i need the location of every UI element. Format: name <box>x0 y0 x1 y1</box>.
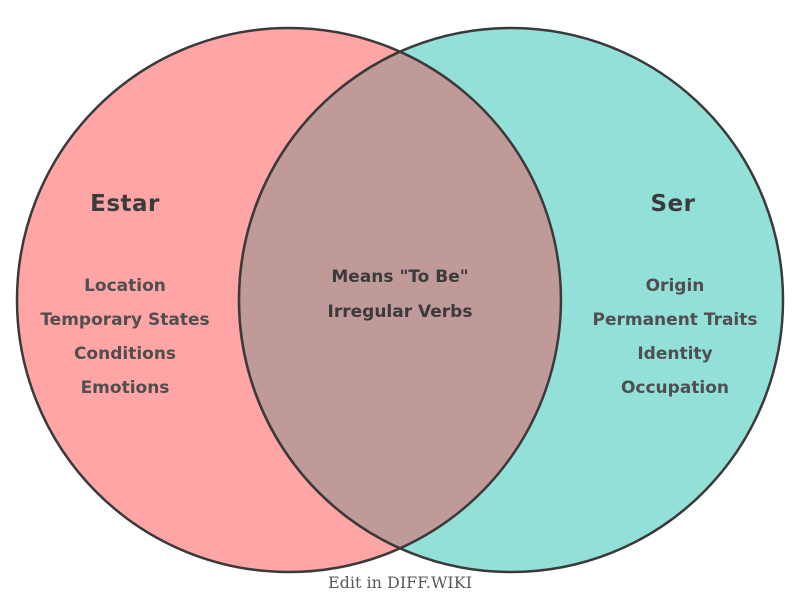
ser-title: Ser <box>650 191 696 217</box>
estar-item: Conditions <box>73 344 177 364</box>
estar-item: Emotions <box>80 378 170 398</box>
overlap-region <box>237 50 563 550</box>
ser-item: Permanent Traits <box>592 310 758 330</box>
overlap-item-list: Means "To Be" Irregular Verbs <box>290 260 510 330</box>
ser-item: Occupation <box>620 378 730 398</box>
estar-item: Location <box>84 276 166 296</box>
estar-item: Temporary States <box>40 310 210 330</box>
diff-wiki-edit-link[interactable]: Edit in DIFF.WIKI <box>327 573 473 592</box>
ser-item-list: Origin Permanent Traits Identity Occupat… <box>565 269 785 405</box>
ser-item: Origin <box>645 276 705 296</box>
overlap-item: Irregular Verbs <box>327 302 473 322</box>
ser-item: Identity <box>637 344 713 364</box>
overlap-item: Means "To Be" <box>331 267 469 287</box>
estar-item-list: Location Temporary States Conditions Emo… <box>15 269 235 405</box>
estar-title: Estar <box>90 191 160 217</box>
